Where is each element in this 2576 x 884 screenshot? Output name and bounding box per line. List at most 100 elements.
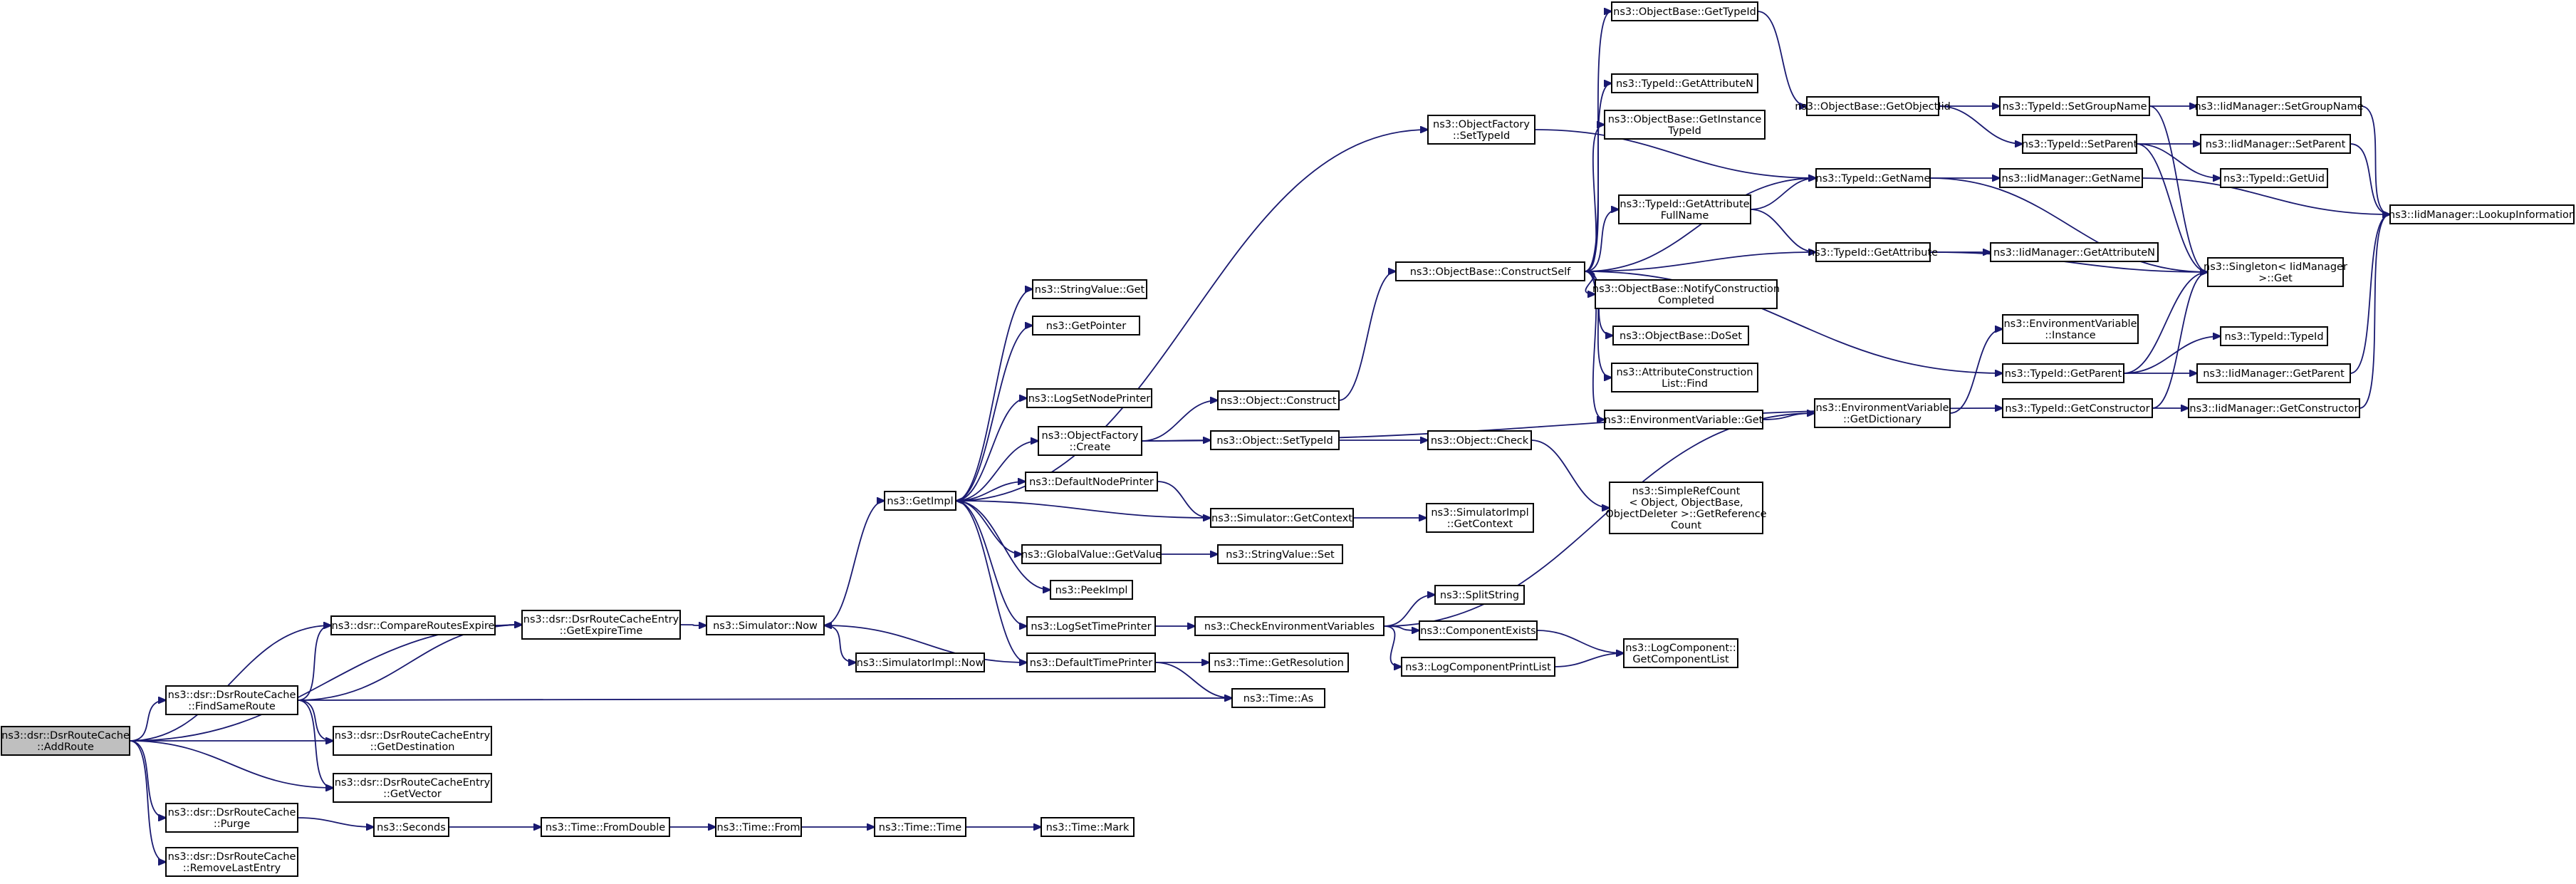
node-box xyxy=(2196,96,2362,116)
node-ns3-typeid-getname[interactable]: ns3::TypeId::GetName xyxy=(1815,168,1931,188)
node-ns3-typeid-getparent[interactable]: ns3::TypeId::GetParent xyxy=(2002,363,2124,383)
node-ns3-defaulttimeprinter[interactable]: ns3::DefaultTimePrinter xyxy=(1026,652,1156,672)
node-ns3-logcomponentprintlist[interactable]: ns3::LogComponentPrintList xyxy=(1401,657,1555,677)
node-ns3-typeid-getconstructor[interactable]: ns3::TypeId::GetConstructor xyxy=(2002,398,2153,418)
node-ns3-objectbase-doset[interactable]: ns3::ObjectBase::DoSet xyxy=(1612,326,1749,345)
node-ns3-dsr-dsrroutecacheentry-getvector[interactable]: ns3::dsr::DsrRouteCacheEntry::GetVector xyxy=(333,773,492,803)
node-ns3-environmentvariable-instance[interactable]: ns3::EnvironmentVariable::Instance xyxy=(2002,314,2139,344)
edge-envvarget-to-envvargetdict xyxy=(1762,413,1815,420)
node-ns3-dsr-compareroutesexpire[interactable]: ns3::dsr::CompareRoutesExpire xyxy=(330,615,496,635)
node-box xyxy=(2207,257,2344,287)
node-ns3-typeid-typeid[interactable]: ns3::TypeId::TypeId xyxy=(2220,326,2328,346)
node-label: ns3::IidManager::GetParent xyxy=(2203,368,2345,380)
node-ns3-dsr-dsrroutecache-purge[interactable]: ns3::dsr::DsrRouteCache::Purge xyxy=(165,803,298,833)
node-ns3-logsetnodeprinter[interactable]: ns3::LogSetNodePrinter xyxy=(1026,388,1152,408)
node-label: ::GetContext xyxy=(1447,519,1513,530)
node-ns3-iidmanager-setgroupname[interactable]: ns3::IidManager::SetGroupName xyxy=(2194,96,2364,116)
node-ns3-object-construct[interactable]: ns3::Object::Construct xyxy=(1217,390,1340,410)
node-ns3-dsr-dsrroutecache-removelastentry[interactable]: ns3::dsr::DsrRouteCache::RemoveLastEntry xyxy=(165,847,298,877)
node-ns3-logsettimeprinter[interactable]: ns3::LogSetTimePrinter xyxy=(1026,616,1156,636)
node-ns3-typeid-getattributen[interactable]: ns3::TypeId::GetAttributeN xyxy=(1611,73,1758,93)
node-ns3-defaultnodeprinter[interactable]: ns3::DefaultNodePrinter xyxy=(1025,472,1158,492)
node-ns3-object-settypeid[interactable]: ns3::Object::SetTypeId xyxy=(1210,430,1340,450)
node-box xyxy=(1611,363,1758,392)
node-ns3-time-fromdouble[interactable]: ns3::Time::FromDouble xyxy=(541,817,670,837)
node-ns3-time-mark[interactable]: ns3::Time::Mark xyxy=(1041,817,1135,837)
node-ns3-stringvalue-set[interactable]: ns3::StringValue::Set xyxy=(1217,544,1343,564)
node-box xyxy=(330,615,496,635)
node-ns3-iidmanager-getname[interactable]: ns3::IidManager::GetName xyxy=(1999,168,2143,188)
node-ns3-splitstring[interactable]: ns3::SplitString xyxy=(1434,585,1525,605)
node-ns3-getimpl[interactable]: ns3::GetImpl xyxy=(884,491,956,511)
node-ns3-singleton-iidmanager-get[interactable]: ns3::Singleton< IidManager >::Get xyxy=(2204,257,2347,287)
node-ns3-objectfactory-create[interactable]: ns3::ObjectFactory::Create xyxy=(1038,426,1142,456)
node-box xyxy=(1050,580,1133,600)
node-box xyxy=(1806,96,1939,116)
edge-objfactorycreate-to-objconstruct xyxy=(1141,400,1218,442)
node-label: ::SetTypeId xyxy=(1453,130,1510,142)
node-ns3-iidmanager-getparent[interactable]: ns3::IidManager::GetParent xyxy=(2196,363,2351,383)
node-ns3-typeid-setgroupname[interactable]: ns3::TypeId::SetGroupName xyxy=(1999,96,2150,116)
node-ns3-typeid-setparent[interactable]: ns3::TypeId::SetParent xyxy=(2022,134,2138,154)
node-ns3-simplerefcount-object-objectbase-objectdeleter-getreference-count[interactable]: ns3::SimpleRefCount< Object, ObjectBase,… xyxy=(1605,482,1767,534)
node-ns3-objectbase-constructself[interactable]: ns3::ObjectBase::ConstructSelf xyxy=(1395,261,1585,281)
node-ns3-objectbase-getobjectiid[interactable]: ns3::ObjectBase::GetObjectIid xyxy=(1795,96,1951,116)
node-label: ns3::Seconds xyxy=(377,822,446,833)
node-label: Completed xyxy=(1658,295,1714,306)
node-ns3-time-as[interactable]: ns3::Time::As xyxy=(1231,688,1325,708)
node-label: ns3::LogComponent:: xyxy=(1625,643,1736,654)
node-label: ns3::TypeId::GetAttribute xyxy=(1620,199,1749,210)
node-ns3-environmentvariable-getdictionary[interactable]: ns3::EnvironmentVariable::GetDictionary xyxy=(1814,398,1951,428)
node-ns3-simulatorimpl-now[interactable]: ns3::SimulatorImpl::Now xyxy=(855,652,985,672)
edge-objcheck-to-simplerefcount xyxy=(1531,440,1610,508)
node-ns3-peekimpl[interactable]: ns3::PeekImpl xyxy=(1050,580,1133,600)
node-ns3-dsr-dsrroutecacheentry-getdestination[interactable]: ns3::dsr::DsrRouteCacheEntry::GetDestina… xyxy=(333,726,492,756)
node-ns3-iidmanager-getconstructor[interactable]: ns3::IidManager::GetConstructor xyxy=(2188,398,2360,418)
node-ns3-globalvalue-getvalue[interactable]: ns3::GlobalValue::GetValue xyxy=(1021,544,1162,564)
node-ns3-iidmanager-setparent[interactable]: ns3::IidManager::SetParent xyxy=(2200,134,2351,154)
edge-findsameroute-to-timeas xyxy=(297,698,1232,700)
node-ns3-time-getresolution[interactable]: ns3::Time::GetResolution xyxy=(1209,652,1349,672)
node-ns3-componentexists[interactable]: ns3::ComponentExists xyxy=(1419,620,1538,640)
node-box xyxy=(2200,134,2351,154)
node-ns3-getpointer[interactable]: ns3::GetPointer xyxy=(1032,316,1140,336)
node-box xyxy=(874,817,966,837)
node-ns3-objectbase-notifyconstruction-completed[interactable]: ns3::ObjectBase::NotifyConstructionCompl… xyxy=(1592,279,1780,309)
node-label: Count xyxy=(1671,520,1701,531)
node-box xyxy=(1999,168,2143,188)
edge-findsameroute-to-getdestination xyxy=(297,700,333,741)
node-ns3-time-from[interactable]: ns3::Time::From xyxy=(715,817,802,837)
node-ns3-stringvalue-get[interactable]: ns3::StringValue::Get xyxy=(1032,279,1147,299)
node-ns3-dsr-dsrroutecache-addroute[interactable]: ns3::dsr::DsrRouteCache::AddRoute xyxy=(1,726,130,756)
node-ns3-dsr-dsrroutecacheentry-getexpiretime[interactable]: ns3::dsr::DsrRouteCacheEntry::GetExpireT… xyxy=(521,610,681,640)
node-ns3-seconds[interactable]: ns3::Seconds xyxy=(373,817,449,837)
node-box xyxy=(521,610,681,640)
node-ns3-objectfactory-settypeid[interactable]: ns3::ObjectFactory::SetTypeId xyxy=(1427,115,1535,145)
node-label: ns3::DefaultNodePrinter xyxy=(1029,477,1154,488)
node-ns3-environmentvariable-get[interactable]: ns3::EnvironmentVariable::Get xyxy=(1604,410,1763,430)
node-label: ns3::dsr::DsrRouteCacheEntry xyxy=(335,777,491,789)
node-label: ns3::dsr::DsrRouteCacheEntry xyxy=(335,730,491,742)
node-box xyxy=(1419,620,1538,640)
edge-constructself-to-getattrfullname xyxy=(1584,209,1619,272)
node-ns3-typeid-getuid[interactable]: ns3::TypeId::GetUid xyxy=(2220,168,2328,188)
node-ns3-simulator-now[interactable]: ns3::Simulator::Now xyxy=(706,615,825,635)
node-ns3-objectbase-gettypeid[interactable]: ns3::ObjectBase::GetTypeId xyxy=(1611,1,1758,21)
node-label: ns3::Singleton< IidManager xyxy=(2204,261,2347,273)
node-ns3-dsr-dsrroutecache-findsameroute[interactable]: ns3::dsr::DsrRouteCache::FindSameRoute xyxy=(165,685,298,715)
node-ns3-typeid-getattribute[interactable]: ns3::TypeId::GetAttribute xyxy=(1808,242,1938,262)
node-ns3-time-time[interactable]: ns3::Time::Time xyxy=(874,817,966,837)
node-label: ns3::LogComponentPrintList xyxy=(1405,662,1551,673)
node-ns3-simulator-getcontext[interactable]: ns3::Simulator::GetContext xyxy=(1210,508,1354,528)
node-ns3-simulatorimpl-getcontext[interactable]: ns3::SimulatorImpl::GetContext xyxy=(1426,503,1534,533)
node-ns3-checkenvironmentvariables[interactable]: ns3::CheckEnvironmentVariables xyxy=(1194,616,1385,636)
node-ns3-logcomponent-getcomponentlist[interactable]: ns3::LogComponent::GetComponentList xyxy=(1623,638,1738,668)
node-box xyxy=(1209,652,1349,672)
node-ns3-object-check[interactable]: ns3::Object::Check xyxy=(1427,430,1532,450)
node-ns3-iidmanager-getattributen[interactable]: ns3::IidManager::GetAttributeN xyxy=(1990,242,2159,262)
node-ns3-iidmanager-lookupinformation[interactable]: ns3::IidManager::LookupInformation xyxy=(2389,204,2575,224)
